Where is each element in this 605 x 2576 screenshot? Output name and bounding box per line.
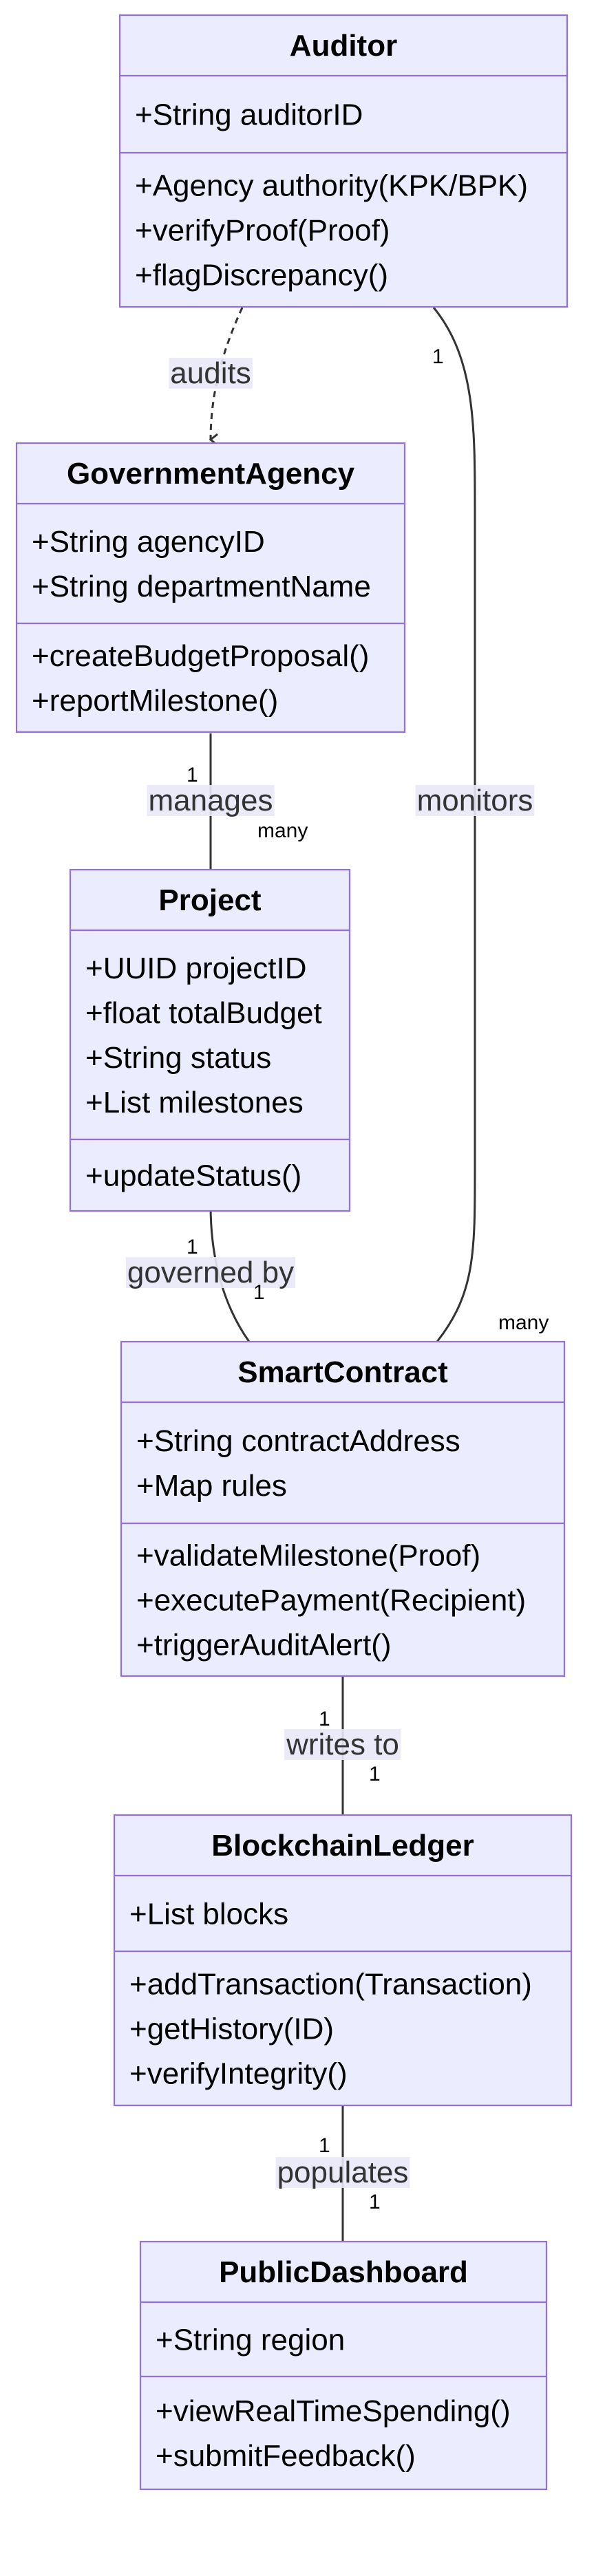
class-name: PublicDashboard [219, 2255, 468, 2289]
class-method: +verifyProof(Proof) [135, 214, 390, 248]
class-method: +getHistory(ID) [129, 2012, 334, 2046]
class-box-smart-contract [120, 1340, 566, 1677]
class-method: +verifyIntegrity() [129, 2057, 348, 2091]
edge-label-background [284, 1729, 401, 1760]
class-method: +updateStatus() [85, 1159, 301, 1193]
edge-label-group-writes-to: writes to [284, 1728, 401, 1761]
class-attribute: +UUID projectID [85, 952, 307, 985]
class-smart-contract: SmartContract +String contractAddress +Map… [120, 1340, 566, 1677]
class-project: Project +UUID projectID +float totalBudget… [69, 868, 351, 1212]
class-box-project [69, 868, 351, 1212]
class-method: +reportMilestone() [32, 684, 278, 718]
class-method: +addTransaction(Transaction) [129, 1968, 532, 2001]
edge-label: governed by [127, 1256, 294, 1289]
edge-label-group-audits: audits [169, 356, 253, 390]
class-attribute: +String departmentName [32, 570, 371, 603]
class-name: BlockchainLedger [211, 1829, 474, 1863]
class-method: +createBudgetProposal() [32, 639, 369, 673]
edge-audits [209, 307, 244, 447]
class-government-agency: GovernmentAgency +String agencyID +String … [15, 442, 406, 733]
edge-label-background [169, 358, 253, 389]
multiplicity-to: 1 [253, 1281, 265, 1304]
class-attribute: +List blocks [129, 1898, 288, 1931]
edge-label: monitors [417, 784, 533, 817]
class-name: GovernmentAgency [67, 457, 355, 491]
multiplicity-from: 1 [432, 345, 444, 368]
class-name: SmartContract [237, 1355, 448, 1389]
class-method: +executePayment(Recipient) [136, 1584, 526, 1618]
multiplicity-from: 1 [187, 764, 198, 786]
class-blockchain-ledger: BlockchainLedger +List blocks +addTransact… [113, 1814, 573, 2107]
edge-label-group-governed-by: governed by [125, 1256, 296, 1289]
edge-label-group-monitors: monitors [415, 784, 535, 817]
class-public-dashboard: PublicDashboard +String region +viewRealTi… [139, 2240, 548, 2491]
class-method: +triggerAuditAlert() [136, 1629, 391, 1662]
class-attribute: +String status [85, 1041, 271, 1075]
class-attribute: +List milestones [85, 1086, 304, 1119]
multiplicity-to: many [498, 1311, 549, 1334]
edge-label-background [415, 785, 535, 816]
edge-label: writes to [286, 1728, 399, 1761]
multiplicity-from: 1 [319, 2134, 330, 2157]
class-method: +Agency authority(KPK/BPK) [135, 169, 528, 203]
multiplicity-to: 1 [369, 2191, 381, 2213]
class-attribute: +String contractAddress [136, 1424, 460, 1458]
multiplicity-from: 1 [319, 1708, 330, 1730]
class-auditor: Auditor +String auditorID +Agency authorit… [118, 14, 569, 308]
class-attribute: +String region [156, 2323, 345, 2357]
class-name: Project [158, 883, 262, 917]
class-box-public-dashboard [139, 2240, 548, 2491]
class-box-government-agency [15, 442, 406, 733]
class-box-blockchain-ledger [113, 1814, 573, 2107]
edge-label: audits [170, 356, 251, 390]
class-attribute: +float totalBudget [85, 996, 322, 1030]
class-attribute: +String agencyID [32, 525, 265, 559]
edge-label-background [125, 1257, 296, 1288]
multiplicity-to: 1 [369, 1763, 381, 1785]
edge-label: populates [277, 2156, 409, 2189]
class-box-auditor [118, 14, 569, 308]
multiplicity-from: 1 [187, 1236, 198, 1258]
class-method: +viewRealTimeSpending() [156, 2394, 511, 2428]
class-attribute: +Map rules [136, 1469, 287, 1503]
class-attribute: +String auditorID [135, 98, 363, 132]
class-method: +validateMilestone(Proof) [136, 1539, 480, 1573]
edge-label-background [147, 785, 275, 816]
multiplicity-to: many [257, 819, 308, 842]
edge-label: manages [148, 784, 273, 817]
class-method: +submitFeedback() [156, 2439, 416, 2473]
class-method: +flagDiscrepancy() [135, 259, 388, 292]
edge-label-group-populates: populates [275, 2156, 410, 2189]
edge-label-background [275, 2157, 410, 2188]
class-name: Auditor [290, 29, 397, 63]
edge-monitors [432, 307, 476, 1342]
edge-label-group-manages: manages [147, 784, 275, 817]
